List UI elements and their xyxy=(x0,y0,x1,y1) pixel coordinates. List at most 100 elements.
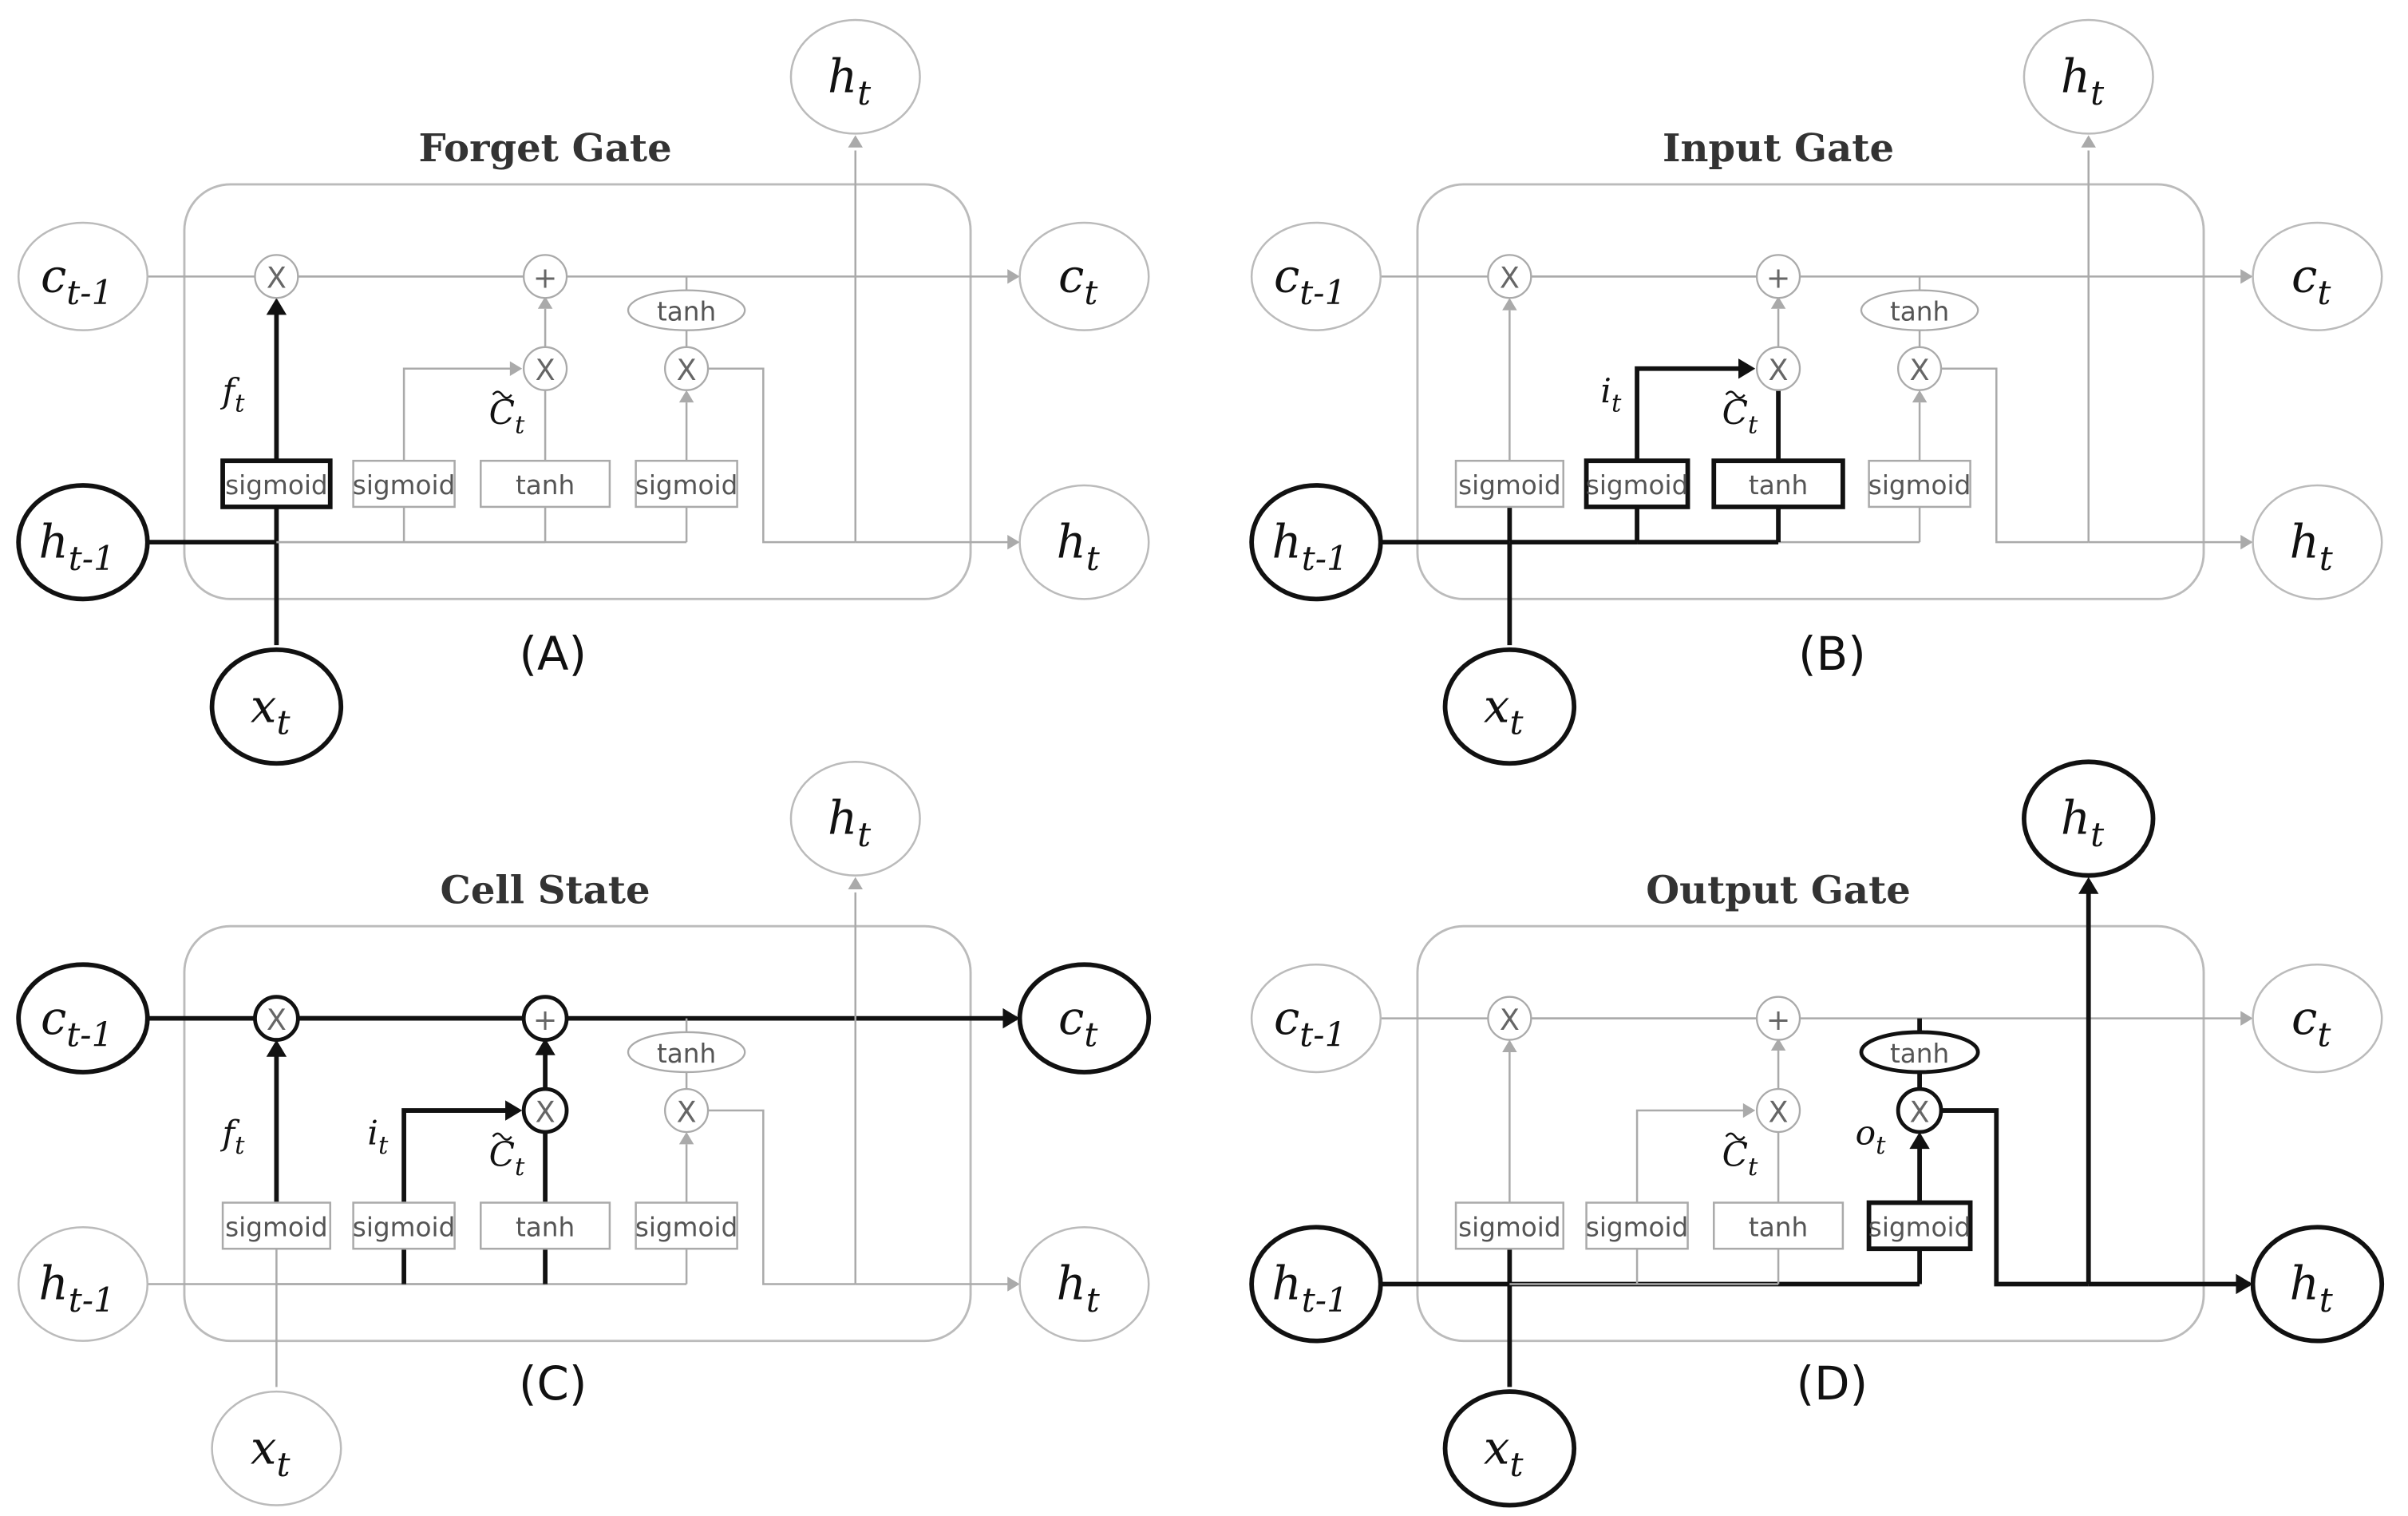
node-h-prev xyxy=(16,483,150,602)
node-h-prev xyxy=(17,1226,149,1342)
node-subscript: t-1 xyxy=(1302,539,1348,578)
node-subscript: t xyxy=(857,815,872,854)
annotation-subscript: t xyxy=(515,1153,525,1182)
arrowhead-h_out xyxy=(1007,534,1020,550)
node-label-h-out: ht xyxy=(1057,1257,1101,1320)
node-x-in xyxy=(209,647,344,766)
gate-box-2 xyxy=(352,1201,456,1250)
arrowhead-i_to_mul xyxy=(1742,1102,1756,1118)
annotation-i: it xyxy=(1600,371,1622,418)
gate-box-4 xyxy=(1868,459,1971,509)
node-subscript: t-1 xyxy=(1302,1280,1348,1320)
node-symbol: h xyxy=(828,49,857,103)
op-circle-mul1 xyxy=(1487,995,1532,1041)
gate-box-1 xyxy=(221,1201,331,1250)
tanh-label: tanh xyxy=(657,297,716,327)
gate-label-2: sigmoid xyxy=(1586,1212,1689,1242)
op-symbol-mul3: X xyxy=(1910,353,1930,387)
node-c-out xyxy=(2252,964,2383,1074)
cell-frame xyxy=(1416,924,2205,1343)
arrowhead-m2_to_add xyxy=(1770,1038,1786,1051)
arrowhead-h_out xyxy=(2236,1273,2253,1295)
annotation-subscript: t xyxy=(515,411,525,440)
op-symbol-mul3: X xyxy=(1910,1094,1930,1129)
gate-box-2 xyxy=(1584,458,1690,509)
op-symbol-mul2: X xyxy=(1769,1094,1789,1129)
panel-label: (B) xyxy=(1798,627,1866,681)
tanh-ellipse xyxy=(627,289,746,331)
arrowhead-h_out xyxy=(2240,534,2253,550)
panel-title: Cell State xyxy=(441,868,650,912)
op-circle-mul2 xyxy=(521,1087,569,1134)
node-label-h-top: ht xyxy=(828,49,872,112)
op-symbol-mul1: X xyxy=(267,261,287,295)
tanh-ellipse xyxy=(1860,289,1979,331)
arrowhead-h_up xyxy=(2078,877,2099,894)
node-subscript: t xyxy=(276,703,291,742)
panel-label: (D) xyxy=(1797,1356,1868,1411)
annotation-f: ft xyxy=(220,371,246,418)
connector-mul3-out xyxy=(708,1109,856,1285)
arrowhead-m2_to_add xyxy=(537,296,553,309)
connector-mul3-out xyxy=(1941,367,2089,544)
tanh-ellipse xyxy=(627,1031,746,1074)
gate-label-3: tanh xyxy=(1749,470,1808,501)
arrowhead-h_out xyxy=(1007,1277,1020,1292)
tanh-label: tanh xyxy=(1890,1039,1949,1069)
op-symbol-mul1: X xyxy=(1500,1003,1520,1037)
panel-title: Output Gate xyxy=(1646,868,1911,912)
node-symbol: h xyxy=(2290,1257,2319,1311)
node-subscript: t xyxy=(276,1445,291,1484)
cell-frame xyxy=(183,183,972,600)
op-circle-add xyxy=(1755,254,1801,299)
node-symbol: h xyxy=(1272,514,1302,568)
gate-box-4 xyxy=(635,459,738,509)
node-symbol: c xyxy=(1274,249,1299,303)
node-h-out xyxy=(2252,484,2383,600)
gate-label-2: sigmoid xyxy=(353,470,456,501)
arrowhead-o_to_mul xyxy=(1909,1131,1930,1150)
op-circle-add xyxy=(1755,995,1801,1041)
gate-label-3: tanh xyxy=(1749,1212,1808,1242)
connector-i-to-mul xyxy=(402,367,512,461)
panel-title: Input Gate xyxy=(1663,126,1894,171)
arrowhead-h_up xyxy=(2081,135,2096,148)
gate-box-1 xyxy=(1454,1201,1564,1250)
panel-label: (C) xyxy=(519,1356,587,1411)
op-circle-add xyxy=(523,254,568,299)
annotation-f: ft xyxy=(220,1113,246,1160)
node-symbol: c xyxy=(2291,991,2317,1045)
op-circle-mul2 xyxy=(1755,1087,1801,1134)
gate-label-4: sigmoid xyxy=(635,1212,738,1242)
connector-i-to-mul xyxy=(1635,366,1745,461)
node-symbol: h xyxy=(39,514,69,568)
arrowhead-c_out xyxy=(1002,1007,1020,1029)
node-subscript: t xyxy=(857,73,872,113)
annotation-symbol: i xyxy=(367,1113,378,1152)
node-label-x-in: xt xyxy=(1484,679,1524,742)
tilde-mark xyxy=(1725,390,1746,399)
gate-label-1: sigmoid xyxy=(225,470,328,501)
node-h-out xyxy=(1018,1226,1150,1342)
node-subscript: t xyxy=(1509,703,1524,742)
node-x-in xyxy=(211,1390,342,1506)
annotation-subscript: t xyxy=(1876,1131,1886,1160)
annotation-c: Ct xyxy=(1722,1134,1758,1182)
node-subscript: t xyxy=(1086,1280,1101,1320)
node-symbol: c xyxy=(1058,991,1084,1045)
node-label-c-prev: ct-1 xyxy=(41,249,113,312)
op-circle-mul3 xyxy=(1896,1087,1943,1134)
gate-box-1 xyxy=(220,458,333,509)
arrowhead-o_to_mul xyxy=(678,1131,694,1145)
annotation-subscript: t xyxy=(1748,1153,1758,1182)
node-h-out xyxy=(2250,1225,2385,1344)
node-h-top xyxy=(789,18,921,135)
op-circle-mul1 xyxy=(254,254,299,299)
gate-label-2: sigmoid xyxy=(1586,470,1689,501)
node-subscript: t xyxy=(2317,1015,2331,1054)
gate-box-2 xyxy=(352,459,456,509)
annotation-c: Ct xyxy=(489,393,525,440)
op-circle-mul2 xyxy=(1755,346,1801,391)
node-c-out xyxy=(1017,962,1152,1075)
